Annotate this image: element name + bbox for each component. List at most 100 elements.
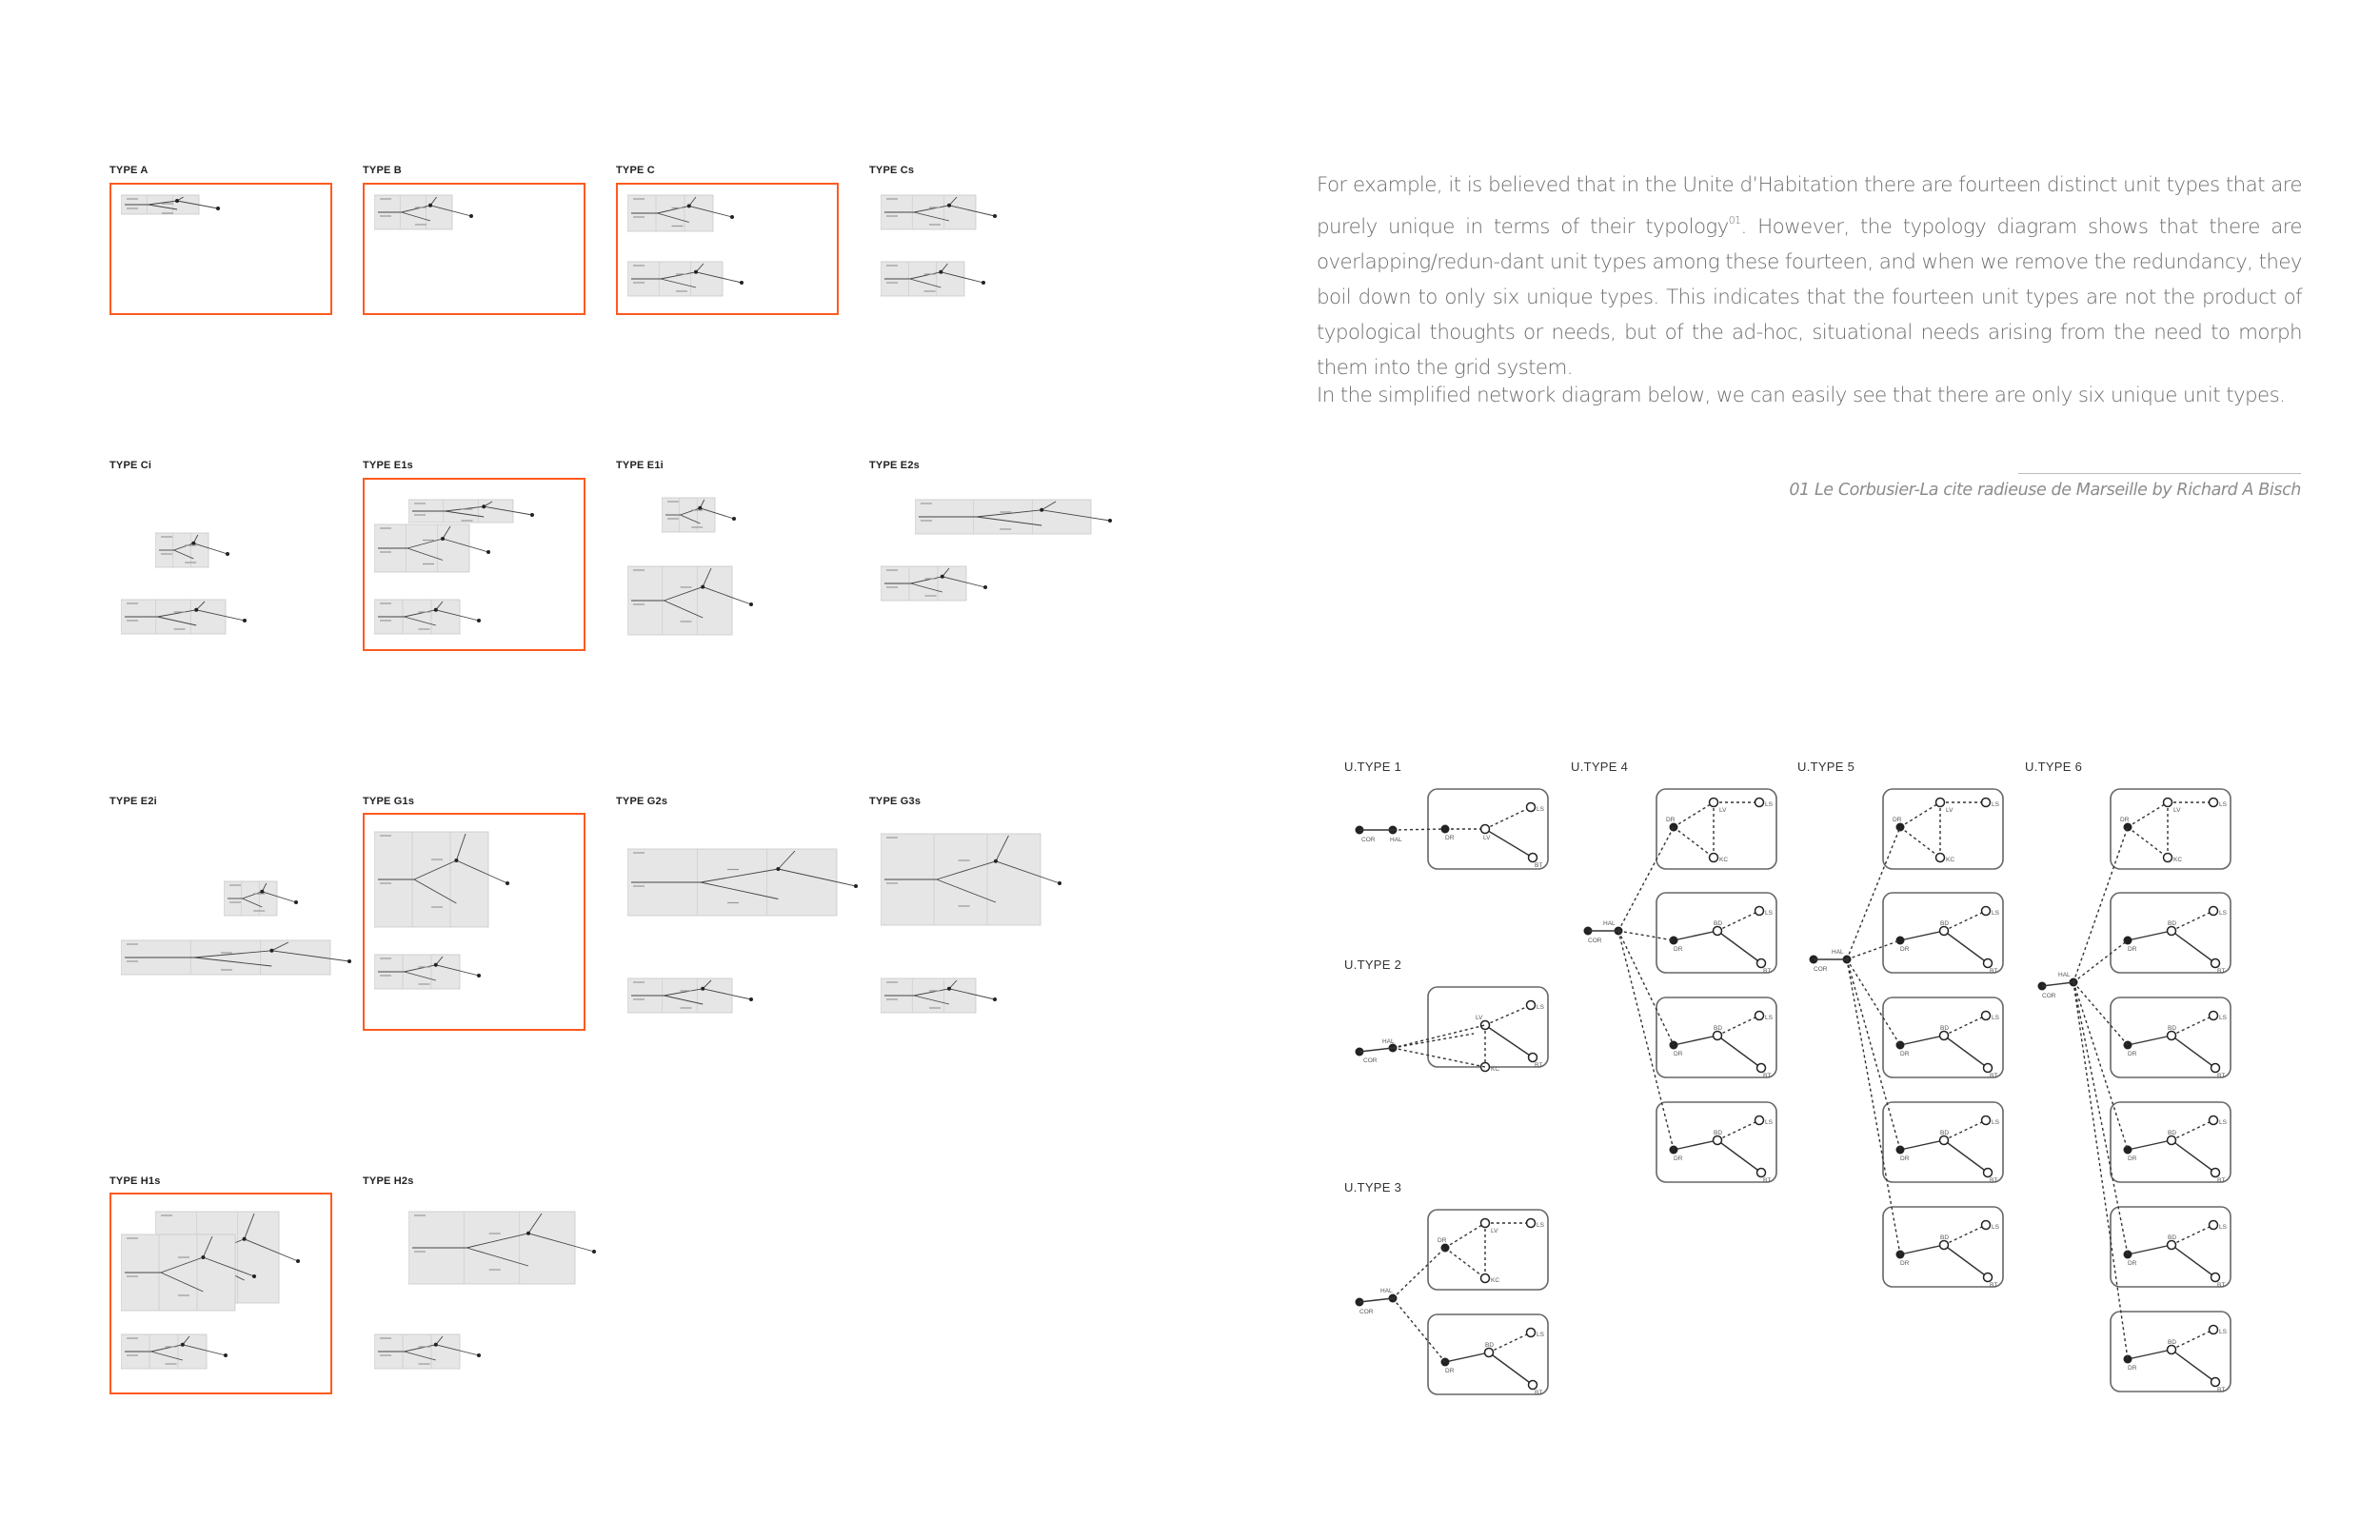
unit-box — [1882, 788, 2004, 870]
type-label: TYPE G3s — [869, 796, 922, 807]
node-hollow — [1525, 1327, 1537, 1338]
typology-thumbnail — [881, 833, 1061, 926]
node-hollow — [2166, 1030, 2177, 1041]
node-label: DR — [1674, 1155, 1683, 1162]
typology-thumbnail — [224, 880, 298, 917]
network-edge — [2073, 826, 2129, 983]
network-edge — [2073, 981, 2129, 1151]
unit-box — [1882, 1206, 2004, 1288]
network-edge — [1359, 1297, 1394, 1303]
node-solid — [1669, 1145, 1678, 1155]
network-edge — [1846, 826, 1901, 960]
node-hollow — [2208, 1219, 2219, 1231]
unit-box — [1882, 892, 2004, 974]
unit-box — [1656, 788, 1777, 870]
network-edge — [1943, 930, 1989, 964]
node-hollow — [1938, 1239, 1950, 1251]
node-label: LV — [1491, 1228, 1498, 1234]
node-solid — [2037, 981, 2047, 991]
node-label: DR — [1666, 817, 1676, 823]
network-edge — [1899, 801, 1941, 828]
typology-thumbnail — [627, 848, 858, 917]
unit-box — [1427, 986, 1549, 1068]
typology-thumbnail — [374, 1333, 481, 1370]
network-edge — [2041, 981, 2074, 987]
network-edge — [1716, 1119, 1760, 1141]
utype-label: U.TYPE 1 — [1344, 760, 1401, 774]
unit-box — [2110, 788, 2231, 870]
node-label: LS — [1537, 1332, 1545, 1338]
node-solid — [1669, 822, 1678, 832]
node-label: BT — [2217, 1073, 2225, 1079]
node-solid — [1842, 955, 1852, 964]
node-solid — [2123, 822, 2132, 832]
node-hollow — [1982, 1167, 1993, 1178]
node-label: BD — [1485, 1342, 1494, 1349]
type-label: TYPE H2s — [363, 1175, 414, 1187]
utype-label: U.TYPE 4 — [1571, 760, 1628, 774]
node-hollow — [1980, 1219, 1992, 1231]
footnote-ref[interactable]: 01 — [1728, 214, 1741, 227]
node-label: BT — [1535, 1390, 1542, 1396]
network-edge — [1617, 930, 1675, 941]
node-label: LS — [1765, 801, 1774, 808]
node-label: BD — [2168, 920, 2176, 927]
network-edge — [1943, 910, 1987, 932]
node-hollow — [1755, 958, 1767, 969]
utype-label: U.TYPE 5 — [1797, 760, 1854, 774]
network-edge — [2171, 1119, 2214, 1141]
node-solid — [2123, 1040, 2132, 1050]
node-label: BT — [2217, 968, 2225, 975]
network-edge — [1617, 826, 1675, 932]
node-hollow — [1712, 1030, 1723, 1041]
network-edge — [1484, 1024, 1534, 1058]
node-hollow — [1934, 852, 1946, 863]
footnote: 01 Le Corbusier-La cite radieuse de Mars… — [1789, 481, 2301, 500]
network-edge — [1716, 930, 1762, 964]
node-label: BT — [1535, 1062, 1542, 1069]
node-label: HAL — [2058, 972, 2071, 978]
node-label: LS — [2219, 1329, 2228, 1335]
unit-box — [2110, 1311, 2231, 1392]
network-edge — [2127, 1349, 2172, 1360]
node-label: DR — [1900, 1155, 1910, 1162]
node-label: COR — [1814, 966, 1828, 973]
node-hollow — [2208, 797, 2219, 808]
node-hollow — [1754, 1115, 1765, 1126]
node-label: LV — [1483, 835, 1491, 841]
node-solid — [2123, 936, 2132, 945]
utype-label: U.TYPE 3 — [1344, 1180, 1401, 1194]
highlight-frame — [363, 478, 585, 651]
node-hollow — [1525, 801, 1537, 813]
network-edge — [2127, 930, 2172, 941]
node-label: BT — [1763, 968, 1771, 975]
highlight-frame — [363, 183, 585, 315]
node-hollow — [1754, 1010, 1765, 1021]
network-edge — [2127, 826, 2169, 859]
node-label: COR — [1363, 1057, 1378, 1064]
node-label: HAL — [1390, 837, 1402, 843]
node-hollow — [1754, 905, 1765, 917]
network-edge — [1943, 1119, 1987, 1141]
node-label: DR — [1900, 1051, 1910, 1057]
network-edge — [1673, 930, 1718, 941]
node-label: COR — [2042, 993, 2056, 999]
unit-box — [2110, 997, 2231, 1078]
network-edge — [1716, 1035, 1762, 1069]
node-label: BD — [2168, 1130, 2176, 1136]
node-label: BD — [1714, 1025, 1722, 1032]
network-edge — [1484, 806, 1532, 830]
node-solid — [1355, 825, 1364, 835]
node-hollow — [1708, 852, 1719, 863]
typology-thumbnail — [374, 194, 473, 230]
node-solid — [2123, 1250, 2132, 1259]
network-edge — [1716, 1139, 1762, 1174]
typology-thumbnail — [627, 565, 753, 636]
node-label: BT — [1990, 1073, 1997, 1079]
node-label: HAL — [1380, 1288, 1393, 1294]
node-solid — [2123, 1354, 2132, 1364]
typology-thumbnail — [374, 831, 509, 928]
node-solid — [1440, 1357, 1450, 1367]
typology-thumbnail — [627, 977, 753, 1014]
node-label: LS — [2219, 1224, 2228, 1231]
